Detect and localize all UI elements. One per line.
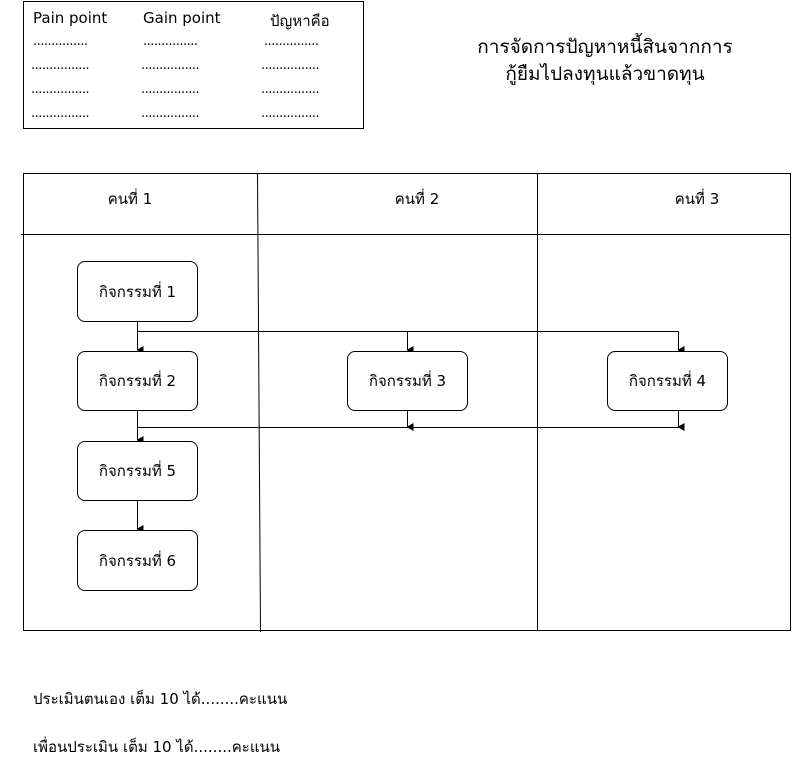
- table-cell: ................: [261, 82, 320, 97]
- table-cell: ................: [31, 82, 90, 97]
- activity-4-label: กิจกรรมที่ 4: [628, 372, 707, 390]
- table-cell: ................: [31, 106, 90, 121]
- self-evaluation-text: ประเมินตนเอง เต็ม 10 ได้........คะแนน: [33, 690, 288, 708]
- activity-4: กิจกรรมที่ 4: [607, 351, 728, 411]
- activity-3-label: กิจกรรมที่ 3: [368, 372, 447, 390]
- table-cell: ................: [141, 82, 200, 97]
- table-cell: ................: [141, 58, 200, 73]
- table-cell: ................: [141, 106, 200, 121]
- title-line-2: กู้ยืมไปลงทุนแล้วขาดทุน: [505, 63, 705, 85]
- diagram-title: การจัดการปัญหาหนี้สินจากการ กู้ยืมไปลงทุ…: [430, 34, 780, 88]
- table-header-gain-point: Gain point: [143, 9, 221, 27]
- table-cell: ................: [31, 58, 90, 73]
- lane-header-person-1: คนที่ 1: [107, 190, 153, 208]
- table-cell: ................: [261, 58, 320, 73]
- table-cell: ...............: [264, 34, 319, 49]
- activity-3: กิจกรรมที่ 3: [347, 351, 468, 411]
- activity-5: กิจกรรมที่ 5: [77, 441, 198, 501]
- lane-divider-1-2: [257, 173, 261, 633]
- table-header-problem: ปัญหาคือ: [270, 12, 330, 30]
- lane-header-person-3: คนที่ 3: [674, 190, 720, 208]
- activity-2-label: กิจกรรมที่ 2: [98, 372, 177, 390]
- activity-6: กิจกรรมที่ 6: [77, 530, 198, 591]
- table-cell: ...............: [143, 34, 198, 49]
- activity-2: กิจกรรมที่ 2: [77, 351, 198, 411]
- activity-6-label: กิจกรรมที่ 6: [98, 551, 177, 570]
- table-cell: ................: [261, 106, 320, 121]
- title-line-1: การจัดการปัญหาหนี้สินจากการ: [477, 36, 733, 58]
- activity-5-label: กิจกรรมที่ 5: [98, 462, 177, 480]
- table-header-pain-point: Pain point: [33, 9, 108, 27]
- table-cell: ...............: [33, 34, 88, 49]
- peer-evaluation-text: เพื่อนประเมิน เต็ม 10 ได้........คะแนน: [33, 738, 281, 756]
- lane-header-person-2: คนที่ 2: [394, 190, 440, 208]
- pain-gain-table: [23, 1, 364, 129]
- swimlane-frame: [23, 173, 791, 631]
- activity-1-label: กิจกรรมที่ 1: [98, 282, 177, 301]
- activity-1: กิจกรรมที่ 1: [77, 261, 198, 322]
